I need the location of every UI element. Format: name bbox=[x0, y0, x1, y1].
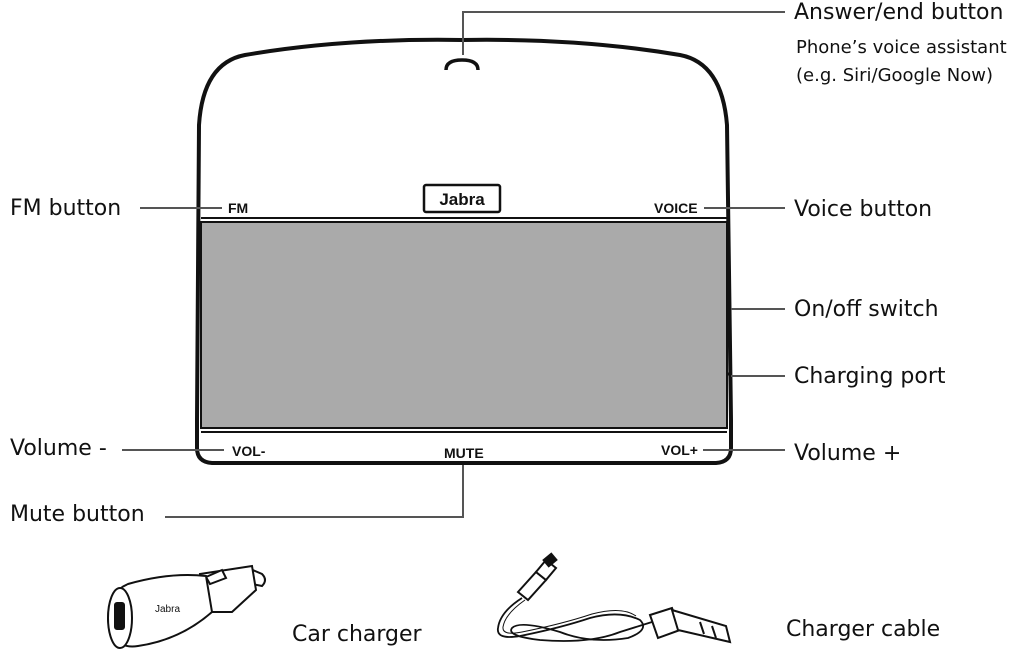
vol-minus-button-label[interactable]: VOL- bbox=[232, 443, 266, 459]
leader-answer-end bbox=[462, 11, 785, 55]
car-charger-brand-text: Jabra bbox=[155, 604, 180, 615]
car-charger-usb-slot bbox=[114, 602, 125, 630]
jabra-logo-box bbox=[422, 183, 502, 214]
jabra-logo-text: Jabra bbox=[439, 190, 485, 209]
speaker-grille bbox=[200, 221, 728, 429]
callout-voice-assistant-line1: Phone’s voice assistant bbox=[796, 37, 1007, 58]
charger-cable-label: Charger cable bbox=[786, 617, 940, 642]
leader-mute bbox=[165, 465, 464, 518]
callout-volume-minus: Volume - bbox=[10, 436, 107, 461]
car-charger-illustration: Jabra bbox=[106, 564, 266, 649]
callout-mute-button: Mute button bbox=[10, 502, 145, 527]
callouts: Answer/end button Phone’s voice assistan… bbox=[10, 0, 1007, 527]
leader-lines bbox=[122, 11, 785, 518]
charger-cable-illustration bbox=[497, 552, 732, 644]
callout-voice-button: Voice button bbox=[794, 197, 932, 222]
mute-button-label[interactable]: MUTE bbox=[444, 445, 484, 461]
voice-button-label[interactable]: VOICE bbox=[654, 200, 698, 216]
micro-usb-connector bbox=[516, 552, 558, 602]
cable-wire-inner bbox=[502, 599, 637, 634]
callout-on-off-switch: On/off switch bbox=[794, 297, 939, 322]
fm-button-label[interactable]: FM bbox=[228, 200, 248, 216]
car-charger-clip bbox=[204, 568, 228, 586]
callout-fm-button: FM button bbox=[10, 196, 121, 221]
callout-charging-port: Charging port bbox=[794, 364, 946, 389]
answer-end-button[interactable] bbox=[444, 58, 480, 71]
speakerphone-device: Jabra FM VOICE VOL- MUTE VOL+ bbox=[195, 37, 733, 465]
callout-answer-end: Answer/end button bbox=[794, 0, 1003, 25]
callout-volume-plus: Volume + bbox=[794, 441, 901, 466]
car-charger-label: Car charger bbox=[292, 622, 423, 647]
usb-a-connector bbox=[648, 606, 732, 644]
callout-voice-assistant-line2: (e.g. Siri/Google Now) bbox=[796, 65, 993, 86]
cable-wire bbox=[497, 597, 653, 642]
vol-plus-button-label[interactable]: VOL+ bbox=[661, 442, 698, 458]
